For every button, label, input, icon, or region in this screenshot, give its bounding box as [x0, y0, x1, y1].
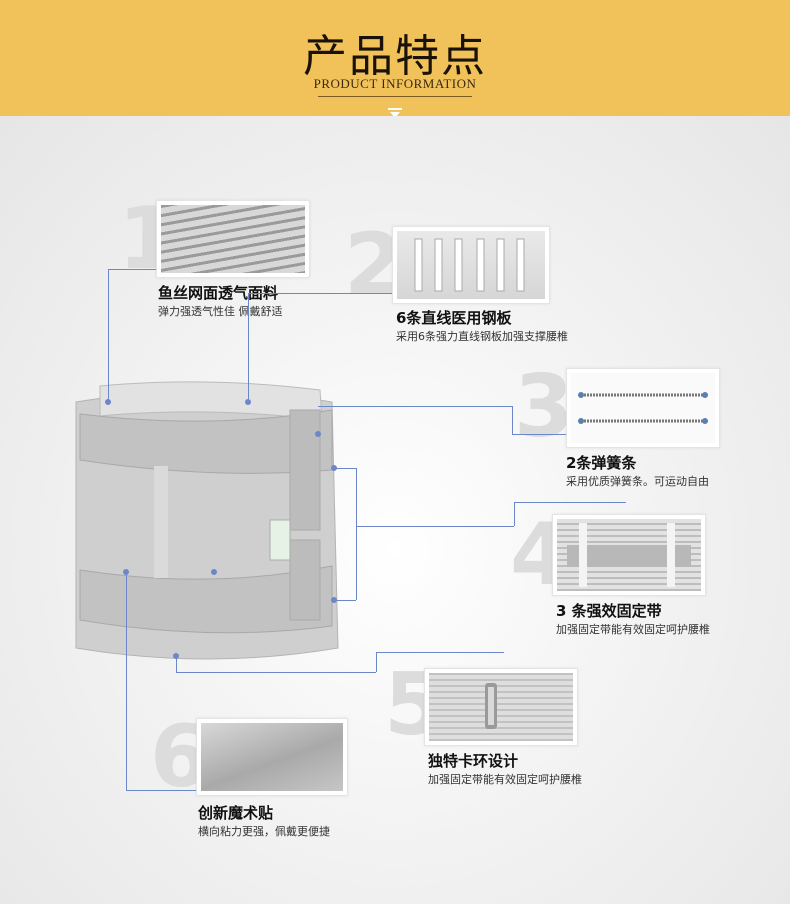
page-title: 产品特点 [303, 31, 487, 82]
lumbar-support-belt-image [70, 380, 344, 670]
feature-desc-5: 加强固定带能有效固定呵护腰椎 [428, 773, 582, 786]
connector-dot-3 [315, 431, 321, 437]
connector-line-1-vertical [108, 269, 109, 402]
feature-title-2: 6条直线医用钢板 [396, 309, 512, 327]
feature-title-5: 独特卡环设计 [428, 752, 519, 770]
connector-line-4-end [514, 502, 626, 503]
connector-line-3-end [512, 434, 566, 435]
feature-desc-6: 横向粘力更强，佩戴更便捷 [198, 825, 330, 838]
feature-title-3: 2条弹簧条 [566, 454, 637, 472]
connector-line-5-end [376, 652, 504, 653]
feature-number-3: 3 [514, 357, 574, 457]
feature-image-springs [566, 368, 720, 448]
chevron-down-icon [382, 106, 408, 123]
feature-image-velcro [196, 718, 348, 796]
connector-line-6 [126, 790, 196, 791]
connector-line-5-vertical [176, 656, 177, 672]
feature-image-mesh [156, 200, 310, 278]
connector-dot-4b [331, 597, 337, 603]
connector-line-5-riser [376, 652, 377, 672]
connector-line-3 [318, 406, 512, 407]
connector-line-6-vertical [126, 572, 127, 790]
connector-dot-4a [331, 465, 337, 471]
connector-dot-5 [173, 653, 179, 659]
feature-image-buckle [424, 668, 578, 746]
connector-line-4 [356, 526, 514, 527]
connector-line-2 [248, 293, 392, 294]
page-subtitle: PRODUCT INFORMATION [313, 76, 477, 91]
title-divider [318, 96, 472, 97]
connector-dot-1 [105, 399, 111, 405]
connector-line-4-top [334, 468, 356, 469]
connector-dot-6b [211, 569, 217, 575]
connector-line-4-vertical [514, 502, 515, 526]
feature-desc-4: 加强固定带能有效固定呵护腰椎 [556, 623, 710, 636]
connector-dot-2 [245, 399, 251, 405]
feature-image-straps [552, 514, 706, 596]
feature-image-steel-plates [392, 226, 550, 304]
feature-title-4: 3 条强效固定带 [556, 602, 662, 620]
feature-desc-2: 采用6条强力直线钢板加强支撑腰椎 [396, 330, 568, 343]
feature-title-6: 创新魔术贴 [198, 804, 274, 822]
connector-line-1 [108, 269, 156, 270]
connector-dot-6 [123, 569, 129, 575]
connector-line-5 [176, 672, 376, 673]
connector-line-3-vertical [512, 406, 513, 434]
feature-desc-1: 弹力强透气性佳 佩戴舒适 [158, 305, 283, 318]
connector-line-4-bracket [356, 468, 357, 600]
connector-line-4-bottom [334, 600, 356, 601]
feature-desc-3: 采用优质弹簧条。可运动自由 [566, 475, 709, 488]
connector-line-2-vertical [248, 293, 249, 399]
